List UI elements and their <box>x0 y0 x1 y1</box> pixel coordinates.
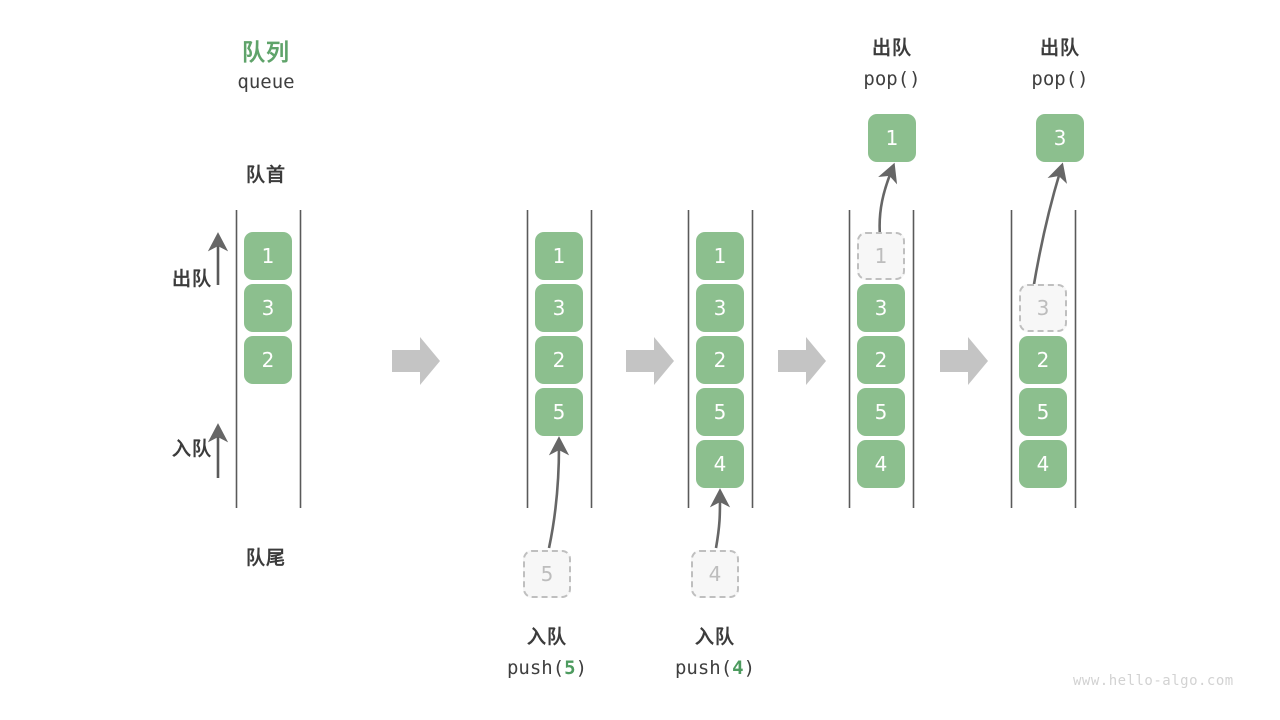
push-4-label-cn: 入队 <box>694 626 735 648</box>
queue-cell: 1 <box>696 232 744 280</box>
queue-cell: 4 <box>696 440 744 488</box>
push-4-label-code: push(4) <box>674 657 756 679</box>
rail-group-2 <box>526 210 593 508</box>
block-right-arrow-icon-2 <box>626 337 674 385</box>
queue-cell: 2 <box>857 336 905 384</box>
incoming-element-5: 5 <box>523 550 571 598</box>
pop-3-label-code: pop() <box>1031 68 1089 90</box>
page-subtitle: queue <box>237 71 295 93</box>
pop-arrow-icon-3 <box>1031 162 1067 291</box>
popped-element-3: 3 <box>1036 114 1084 162</box>
queue-cell: 2 <box>696 336 744 384</box>
queue-cell: 5 <box>696 388 744 436</box>
pop-1-label-code: pop() <box>863 68 921 90</box>
queue-cell: 3 <box>857 284 905 332</box>
queue-cell: 5 <box>535 388 583 436</box>
queue-cell: 1 <box>244 232 292 280</box>
enqueue-direction-label: 入队 <box>171 438 212 460</box>
push-arrow-icon-4 <box>709 488 731 549</box>
queue-cell: 5 <box>857 388 905 436</box>
queue-cell: 3 <box>244 284 292 332</box>
queue-column-push-5: 1 3 2 5 <box>535 232 583 436</box>
queue-cell: 4 <box>857 440 905 488</box>
rail-group-5 <box>1010 210 1077 508</box>
queue-cell: 4 <box>1019 440 1067 488</box>
block-right-arrow-icon-3 <box>778 337 826 385</box>
watermark: www.hello-algo.com <box>1073 673 1234 689</box>
rail-group-1 <box>235 210 302 508</box>
popped-ghost-cell: 1 <box>857 232 905 280</box>
popped-element-1: 1 <box>868 114 916 162</box>
queue-column-pop-3: 3 2 5 4 <box>1019 232 1067 488</box>
queue-column-initial: 1 3 2 <box>244 232 292 384</box>
queue-head-label: 队首 <box>245 164 286 186</box>
dequeue-direction-label: 出队 <box>171 268 212 290</box>
rail-group-3 <box>687 210 754 508</box>
pop-3-label-cn: 出队 <box>1039 37 1080 59</box>
pop-1-label-cn: 出队 <box>871 37 912 59</box>
push-arrow-icon-5 <box>547 436 570 549</box>
queue-cell: 3 <box>535 284 583 332</box>
incoming-element-4: 4 <box>691 550 739 598</box>
block-right-arrow-icon-1 <box>392 337 440 385</box>
rail-group-4 <box>848 210 915 508</box>
queue-column-pop-1: 1 3 2 5 4 <box>857 232 905 488</box>
pop-arrow-icon-1 <box>878 162 898 237</box>
queue-cell: 2 <box>244 336 292 384</box>
queue-cell: 1 <box>535 232 583 280</box>
queue-cell: 2 <box>535 336 583 384</box>
queue-column-push-4: 1 3 2 5 4 <box>696 232 744 488</box>
queue-cell: 5 <box>1019 388 1067 436</box>
popped-ghost-cell: 3 <box>1019 284 1067 332</box>
page-title: 队列 <box>242 40 290 66</box>
queue-cell: 2 <box>1019 336 1067 384</box>
block-right-arrow-icon-4 <box>940 337 988 385</box>
queue-tail-label: 队尾 <box>245 547 286 569</box>
push-5-label-code: push(5) <box>506 657 588 679</box>
queue-cell: 3 <box>696 284 744 332</box>
push-5-label-cn: 入队 <box>526 626 567 648</box>
